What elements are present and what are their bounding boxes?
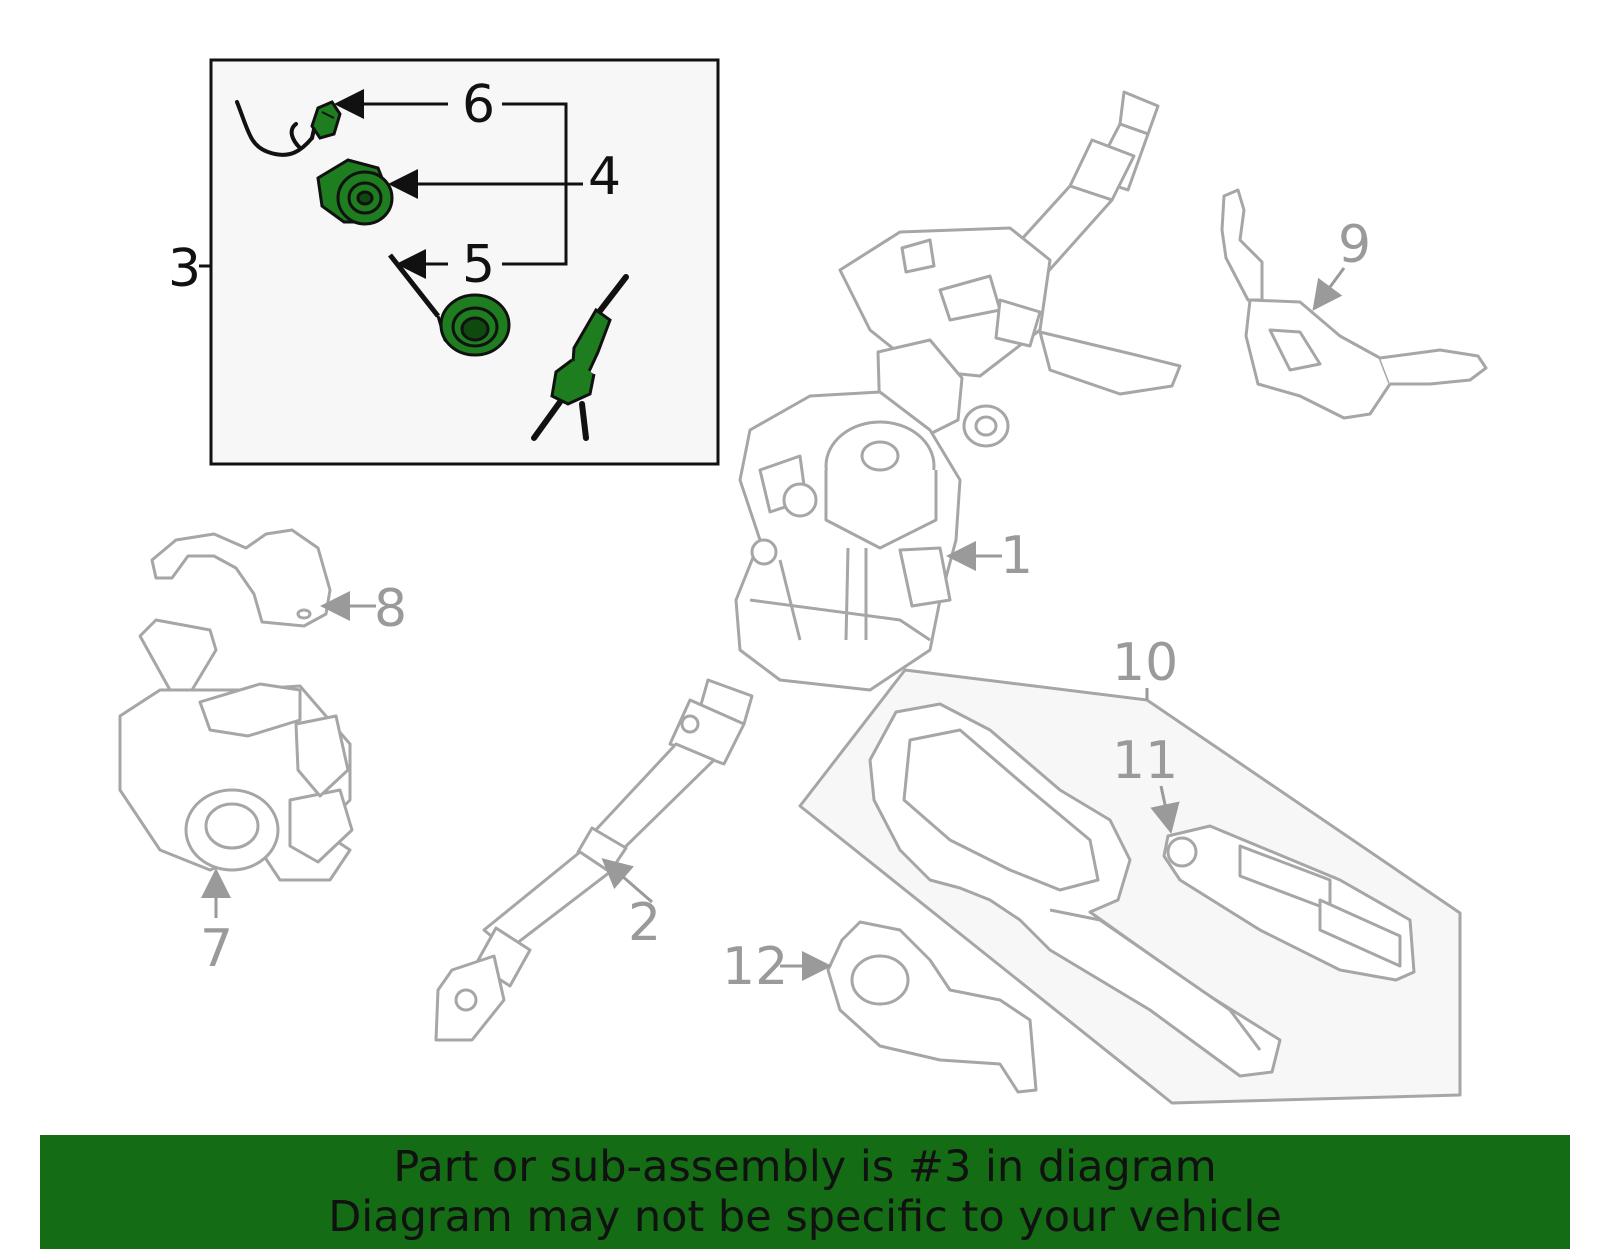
callout-6: 6 xyxy=(462,75,495,135)
callout-4: 4 xyxy=(588,147,621,207)
callout-2: 2 xyxy=(628,893,661,953)
part-7-lock-housing xyxy=(118,618,354,882)
callout-7: 7 xyxy=(200,919,233,979)
callout-11: 11 xyxy=(1112,731,1178,791)
part-8-upper-cover xyxy=(150,528,332,628)
part-12-trim-piece xyxy=(826,920,1038,1094)
banner-line-1: Part or sub-assembly is #3 in diagram xyxy=(393,1142,1217,1192)
callout-5: 5 xyxy=(462,235,495,295)
banner-line-2: Diagram may not be specific to your vehi… xyxy=(328,1192,1282,1242)
info-banner: Part or sub-assembly is #3 in diagram Di… xyxy=(40,1135,1570,1249)
callout-1: 1 xyxy=(1000,526,1033,586)
part-9-combination-switch xyxy=(1220,188,1488,420)
part-4-lock-body xyxy=(316,158,394,226)
part-1-steering-column xyxy=(734,90,1182,692)
part-11-switch-bezel xyxy=(1162,824,1416,982)
part-6-connector xyxy=(310,100,342,140)
part-2-intermediate-shaft xyxy=(434,678,754,1042)
inset-box-assembly-3 xyxy=(209,58,720,466)
callout-10: 10 xyxy=(1112,633,1178,693)
callout-9: 9 xyxy=(1338,215,1371,275)
callout-lines-dark xyxy=(199,89,583,279)
callout-3: 3 xyxy=(168,239,201,299)
callout-12: 12 xyxy=(722,937,788,997)
callout-8: 8 xyxy=(374,579,407,639)
callout-lines-grey xyxy=(201,267,1346,981)
part-10-lower-trim-panel xyxy=(868,702,1282,1078)
part-keys xyxy=(531,274,629,441)
